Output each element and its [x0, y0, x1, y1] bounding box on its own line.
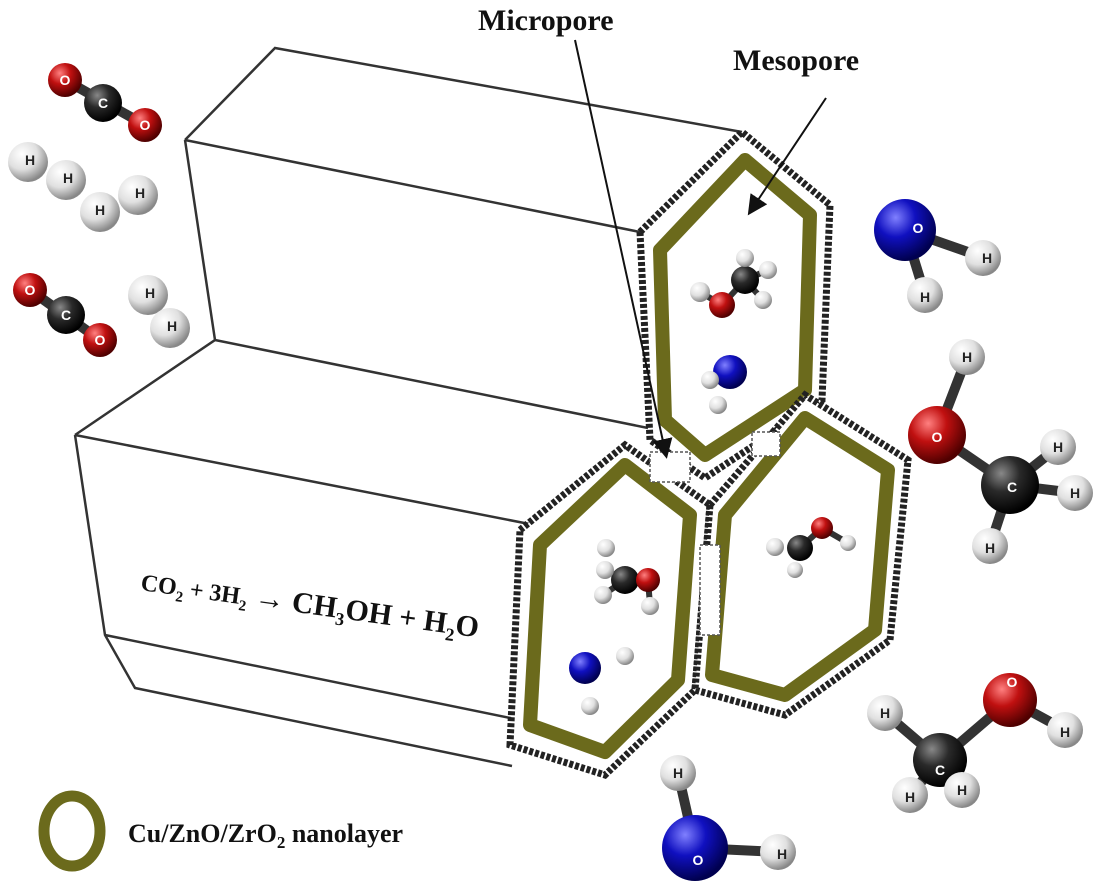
svg-text:H: H [957, 782, 967, 798]
methanol-in-pore [766, 517, 856, 578]
svg-text:C: C [61, 307, 71, 323]
svg-text:O: O [1007, 674, 1018, 690]
svg-text:O: O [25, 282, 36, 298]
svg-text:H: H [95, 202, 105, 218]
co2-molecule: O C O [48, 63, 162, 142]
svg-text:H: H [25, 152, 35, 168]
svg-text:H: H [962, 349, 972, 365]
svg-text:H: H [905, 789, 915, 805]
water-in-pore [701, 355, 747, 414]
water-in-pore [569, 647, 634, 715]
water-molecule: H O H [660, 755, 796, 881]
svg-text:H: H [920, 289, 930, 305]
svg-text:H: H [167, 318, 177, 334]
svg-text:H: H [1070, 485, 1080, 501]
svg-text:H: H [135, 185, 145, 201]
micropore-arrow [574, 39, 673, 459]
micropore-label: Micropore [478, 4, 614, 37]
svg-text:O: O [932, 429, 943, 445]
legend-label: Cu/ZnO/ZrO2 nanolayer [128, 819, 403, 852]
svg-text:H: H [145, 285, 155, 301]
svg-text:H: H [880, 705, 890, 721]
h2-molecule: H H [128, 275, 190, 348]
svg-text:H: H [985, 540, 995, 556]
svg-text:C: C [1007, 479, 1017, 495]
svg-text:O: O [913, 220, 924, 236]
h2-molecule: H H [80, 175, 158, 232]
co2-molecule: O C O [13, 273, 117, 357]
h2-molecule: H H [8, 142, 86, 200]
mesopore-label: Mesopore [733, 44, 859, 77]
svg-text:H: H [982, 250, 992, 266]
mesopore-arrow [747, 97, 827, 216]
water-molecule: O H H [874, 199, 1001, 313]
svg-text:H: H [63, 170, 73, 186]
nanolayer-ring-icon [38, 790, 106, 872]
reaction-equation: CO2 + 3H2 → CH3OH + H2O [138, 564, 481, 648]
svg-text:H: H [1060, 724, 1070, 740]
methanol-molecule: H O C H H H [908, 339, 1093, 564]
support-block [73, 46, 743, 768]
methanol-in-pore [594, 539, 660, 615]
svg-text:H: H [673, 765, 683, 781]
svg-text:O: O [140, 117, 151, 133]
pore-hexagons [506, 127, 912, 779]
svg-text:C: C [98, 95, 108, 111]
svg-text:O: O [60, 72, 71, 88]
methanol-molecule: H O H C H H [867, 673, 1083, 813]
svg-text:C: C [935, 762, 945, 778]
svg-text:H: H [777, 846, 787, 862]
svg-text:H: H [1053, 439, 1063, 455]
svg-text:O: O [95, 332, 106, 348]
methanol-in-pore [690, 249, 777, 318]
svg-text:O: O [693, 852, 704, 868]
legend: Cu/ZnO/ZrO2 nanolayer [38, 790, 403, 872]
